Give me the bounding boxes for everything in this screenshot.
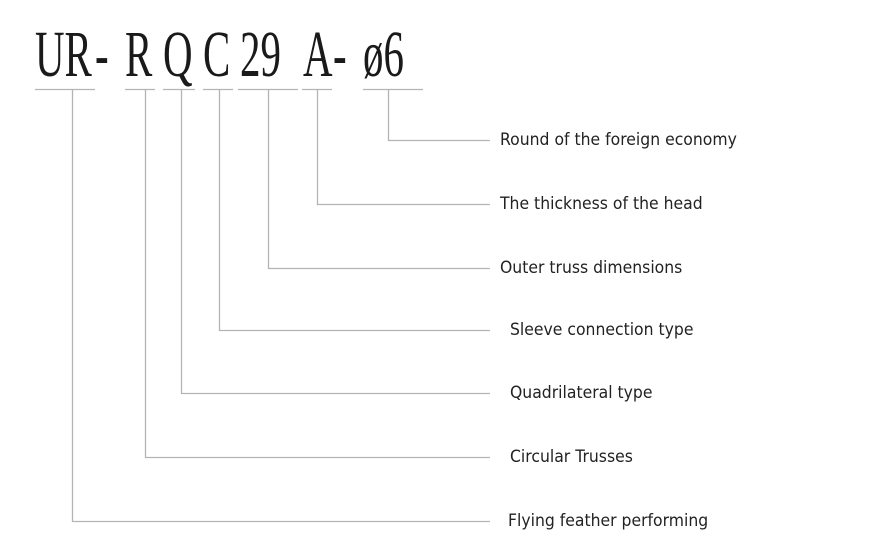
code-dash: - [333, 18, 347, 91]
code-segment-q: Q [163, 18, 193, 91]
label-circular-trusses: Circular Trusses [510, 447, 633, 467]
code-segment-29: 29 [240, 18, 281, 91]
label-quadrilateral-type: Quadrilateral type [510, 383, 653, 403]
leader-a [316, 90, 490, 206]
code-segment-ur: UR [35, 18, 92, 91]
code-segment-c: C [203, 18, 231, 91]
code-segment-r: R [125, 18, 153, 91]
label-head-thickness: The thickness of the head [500, 194, 703, 214]
code-dash: - [95, 18, 109, 91]
label-sleeve-connection-type: Sleeve connection type [510, 320, 694, 340]
code-segment-a: A [303, 18, 333, 91]
leader-c [218, 90, 490, 332]
leader-q [180, 90, 490, 395]
label-round-foreign-economy: Round of the foreign economy [500, 130, 737, 150]
leader-ur [71, 90, 490, 523]
leader-29 [267, 90, 490, 270]
leader-r [144, 90, 490, 459]
leader-diameter [387, 90, 490, 142]
label-outer-truss-dimensions: Outer truss dimensions [500, 258, 683, 278]
code-segment-diameter: ø6 [363, 18, 404, 91]
label-flying-feather-performing: Flying feather performing [508, 511, 709, 531]
